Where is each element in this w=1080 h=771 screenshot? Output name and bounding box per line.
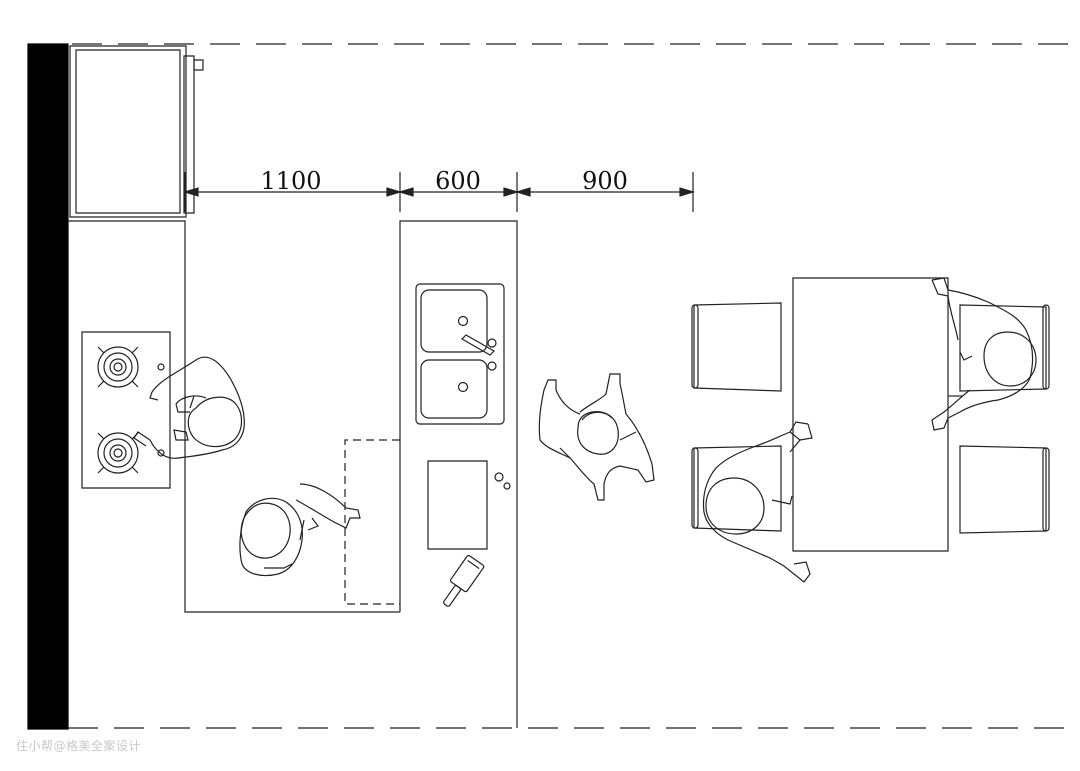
refrigerator — [70, 46, 203, 217]
burner-icon — [98, 347, 164, 387]
open-drawer-dashed — [345, 440, 400, 604]
person-walking — [539, 374, 654, 500]
gas-cooktop — [82, 332, 170, 488]
dining-table — [793, 278, 948, 551]
person-seated-left — [704, 422, 813, 582]
stove-counter — [68, 221, 400, 612]
cleaver-knife-icon — [437, 555, 484, 611]
cutting-board — [428, 461, 510, 549]
dimension-line — [185, 172, 693, 212]
dimension-label-aisle: 1100 — [260, 167, 321, 195]
dimension-label-island: 600 — [435, 167, 481, 195]
person-seated-right — [932, 278, 1036, 430]
person-at-stove — [134, 357, 244, 458]
wall — [28, 44, 68, 729]
chair-right-top — [960, 305, 1049, 391]
chair-right-bottom — [960, 446, 1049, 533]
burner-icon — [98, 433, 164, 473]
chair-left-bottom — [692, 446, 781, 531]
dimension-label-passage: 900 — [582, 167, 628, 195]
chair-left-top — [692, 303, 781, 391]
person-at-drawer — [240, 484, 360, 576]
watermark: 住小帮@格美全案设计 — [16, 739, 142, 753]
double-sink-icon — [416, 284, 504, 424]
island-counter — [400, 221, 517, 728]
